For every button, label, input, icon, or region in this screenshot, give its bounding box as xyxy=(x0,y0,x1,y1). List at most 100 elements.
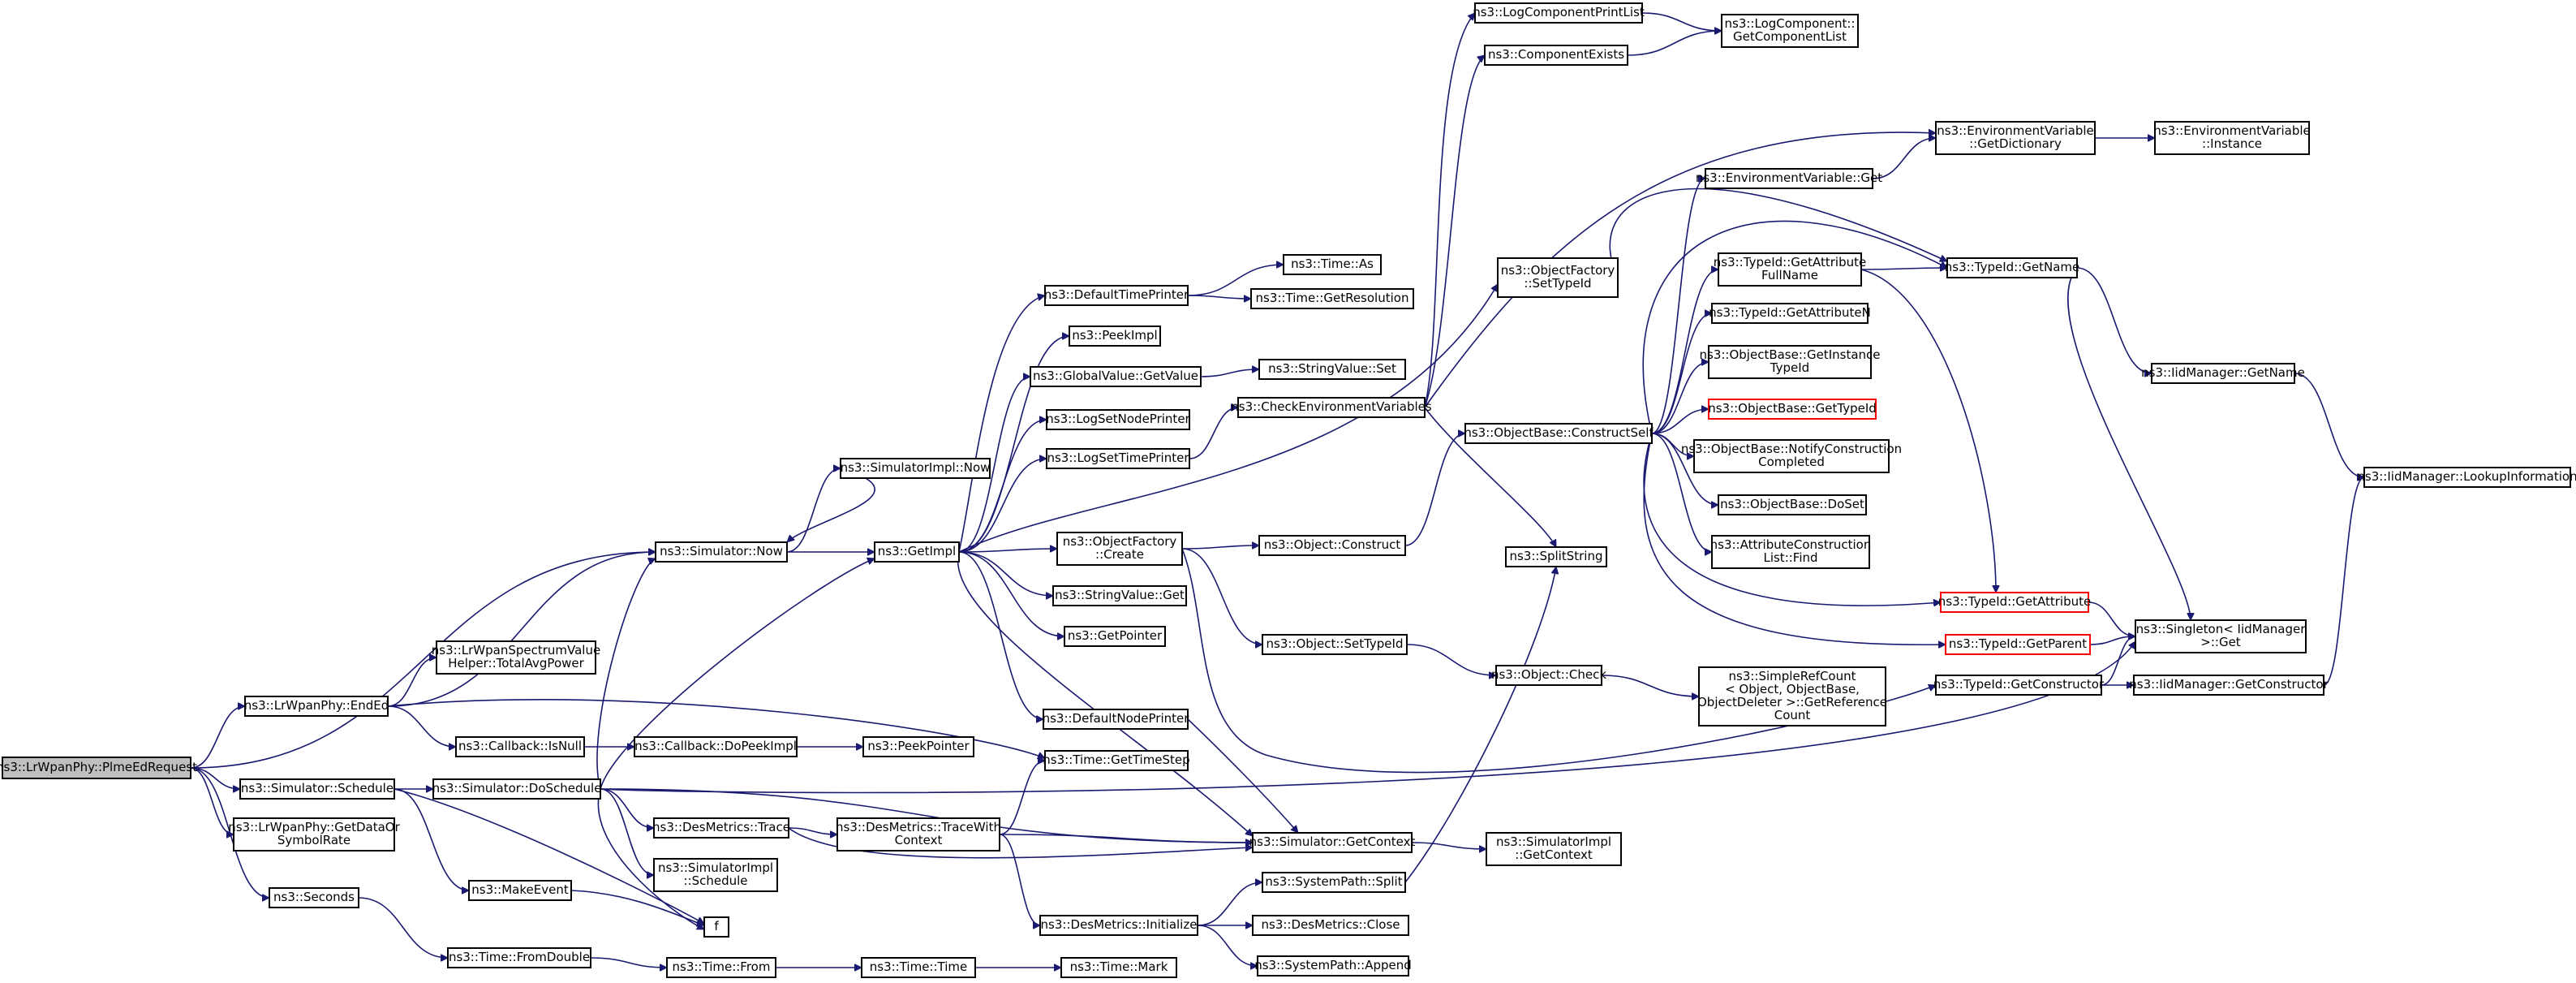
node-box[interactable] xyxy=(1693,439,1890,473)
node-do-schedule[interactable]: ns3::Simulator::DoSchedule xyxy=(432,778,602,800)
node-box[interactable] xyxy=(1711,303,1869,324)
node-box[interactable] xyxy=(2135,619,2307,653)
node-env-get[interactable]: ns3::EnvironmentVariable::Get xyxy=(1696,168,1882,189)
node-box[interactable] xyxy=(432,778,601,800)
node-log-comp-get-list[interactable]: ns3::LogComponent::GetComponentList xyxy=(1721,14,1859,48)
node-sv-set[interactable]: ns3::StringValue::Set xyxy=(1258,359,1406,380)
node-get-time-step[interactable]: ns3::Time::GetTimeStep xyxy=(1043,750,1190,771)
node-box[interactable] xyxy=(1935,121,2096,155)
node-box[interactable] xyxy=(1497,257,1619,298)
node-iid-get-ctor[interactable]: ns3::IidManager::GetConstructor xyxy=(2129,675,2329,696)
node-singleton-get[interactable]: ns3::Singleton< IidManager>::Get xyxy=(2135,619,2307,653)
node-box[interactable] xyxy=(1484,45,1628,66)
node-iid-lookup[interactable]: ns3::IidManager::LookupInformation xyxy=(2357,467,2576,488)
node-iid-get-name[interactable]: ns3::IidManager::GetName xyxy=(2141,363,2305,384)
node-box[interactable] xyxy=(1474,2,1643,24)
node-cb-is-null[interactable]: ns3::Callback::IsNull xyxy=(455,736,585,757)
node-sim-impl-now[interactable]: ns3::SimulatorImpl::Now xyxy=(840,458,991,479)
node-ob-do-set[interactable]: ns3::ObjectBase::DoSet xyxy=(1718,494,1867,515)
node-of-create[interactable]: ns3::ObjectFactory::Create xyxy=(1056,532,1183,566)
node-box[interactable] xyxy=(436,640,596,675)
node-sp-append[interactable]: ns3::SystemPath::Append xyxy=(1254,955,1412,977)
node-box[interactable] xyxy=(840,458,991,479)
node-seconds[interactable]: ns3::Seconds xyxy=(269,887,359,908)
node-box[interactable] xyxy=(1044,750,1189,771)
node-box[interactable] xyxy=(1711,535,1870,569)
node-sim-get-context[interactable]: ns3::Simulator::GetContext xyxy=(1249,832,1416,853)
node-box[interactable] xyxy=(239,778,395,800)
node-box[interactable] xyxy=(1262,634,1408,655)
node-log-set-node[interactable]: ns3::LogSetNodePrinter xyxy=(1046,409,1191,430)
node-end-ed[interactable]: ns3::LrWpanPhy::EndEd xyxy=(244,696,389,717)
node-box[interactable] xyxy=(1262,872,1406,893)
node-box[interactable] xyxy=(1708,399,1877,420)
node-box[interactable] xyxy=(455,736,585,757)
node-box[interactable] xyxy=(447,947,591,968)
node-comp-exists[interactable]: ns3::ComponentExists xyxy=(1484,45,1628,66)
node-tid-get-parent[interactable]: ns3::TypeId::GetParent xyxy=(1945,634,2091,655)
node-time-from[interactable]: ns3::Time::From xyxy=(666,957,776,978)
node-box[interactable] xyxy=(1495,665,1602,686)
node-peek-pointer[interactable]: ns3::PeekPointer xyxy=(862,736,974,757)
node-get-resolution[interactable]: ns3::Time::GetResolution xyxy=(1250,288,1414,309)
node-tid-get-attr[interactable]: ns3::TypeId::GetAttribute xyxy=(1938,592,2091,613)
node-box[interactable] xyxy=(1718,494,1867,515)
node-log-comp-print[interactable]: ns3::LogComponentPrintList xyxy=(1473,2,1645,24)
node-make-event[interactable]: ns3::MakeEvent xyxy=(468,880,572,901)
node-box[interactable] xyxy=(655,541,788,563)
node-box[interactable] xyxy=(468,880,572,901)
node-box[interactable] xyxy=(1945,634,2091,655)
node-box[interactable] xyxy=(1258,359,1406,380)
node-peek-impl[interactable]: ns3::PeekImpl xyxy=(1069,326,1161,347)
node-box[interactable] xyxy=(1464,423,1653,444)
node-sim-impl-get-context[interactable]: ns3::SimulatorImpl::GetContext xyxy=(1486,832,1622,866)
node-box[interactable] xyxy=(1486,832,1622,866)
node-ob-notify[interactable]: ns3::ObjectBase::NotifyConstructionCompl… xyxy=(1681,439,1902,473)
node-time-mark[interactable]: ns3::Time::Mark xyxy=(1060,957,1177,978)
node-box[interactable] xyxy=(1043,709,1189,730)
node-simple-ref[interactable]: ns3::SimpleRefCount< Object, ObjectBase,… xyxy=(1697,666,1887,726)
node-box[interactable] xyxy=(2363,467,2571,488)
node-def-time-printer[interactable]: ns3::DefaultTimePrinter xyxy=(1044,285,1189,306)
node-log-set-time[interactable]: ns3::LogSetTimePrinter xyxy=(1046,448,1190,469)
node-obj-check[interactable]: ns3::Object::Check xyxy=(1491,665,1606,686)
node-box[interactable] xyxy=(269,887,359,908)
node-box[interactable] xyxy=(1705,168,1873,189)
node-box[interactable] xyxy=(1064,626,1166,647)
node-box[interactable] xyxy=(1698,666,1886,726)
node-box[interactable] xyxy=(1718,252,1862,287)
node-box[interactable] xyxy=(1039,915,1198,936)
node-box[interactable] xyxy=(244,696,389,717)
node-tid-get-attr-n[interactable]: ns3::TypeId::GetAttributeN xyxy=(1709,303,1871,324)
node-from-double[interactable]: ns3::Time::FromDouble xyxy=(447,947,591,968)
node-env-get-dict[interactable]: ns3::EnvironmentVariable::GetDictionary xyxy=(1935,121,2096,155)
node-des-init[interactable]: ns3::DesMetrics::Initialize xyxy=(1039,915,1198,936)
node-sim-now[interactable]: ns3::Simulator::Now xyxy=(655,541,788,563)
node-box[interactable] xyxy=(1046,448,1190,469)
node-ob-get-type-id[interactable]: ns3::ObjectBase::GetTypeId xyxy=(1708,399,1877,420)
node-f[interactable]: f xyxy=(703,916,729,938)
node-get-pointer[interactable]: ns3::GetPointer xyxy=(1064,626,1166,647)
node-box[interactable] xyxy=(874,541,960,563)
node-gv-get-value[interactable]: ns3::GlobalValue::GetValue xyxy=(1030,366,1202,387)
node-time-as[interactable]: ns3::Time::As xyxy=(1283,254,1382,275)
node-of-set-type-id[interactable]: ns3::ObjectFactory::SetTypeId xyxy=(1497,257,1619,298)
node-box[interactable] xyxy=(1252,915,1409,936)
node-ob-construct-self[interactable]: ns3::ObjectBase::ConstructSelf xyxy=(1464,423,1654,444)
node-tid-get-ctor[interactable]: ns3::TypeId::GetConstructor xyxy=(1933,675,2105,696)
node-box[interactable] xyxy=(1283,254,1382,275)
node-box[interactable] xyxy=(1237,397,1426,418)
node-root[interactable]: ns3::LrWpanPhy::PlmeEdRequest xyxy=(0,757,197,779)
node-des-trace[interactable]: ns3::DesMetrics::Trace xyxy=(652,817,790,839)
node-box[interactable] xyxy=(1708,345,1872,379)
node-sp-split[interactable]: ns3::SystemPath::Split xyxy=(1262,872,1406,893)
node-total-avg[interactable]: ns3::LrWpanSpectrumValueHelper::TotalAvg… xyxy=(432,640,600,675)
node-box[interactable] xyxy=(836,817,1000,852)
node-obj-construct[interactable]: ns3::Object::Construct xyxy=(1258,535,1406,556)
node-box[interactable] xyxy=(1046,409,1190,430)
node-check-env[interactable]: ns3::CheckEnvironmentVariables xyxy=(1231,397,1432,418)
